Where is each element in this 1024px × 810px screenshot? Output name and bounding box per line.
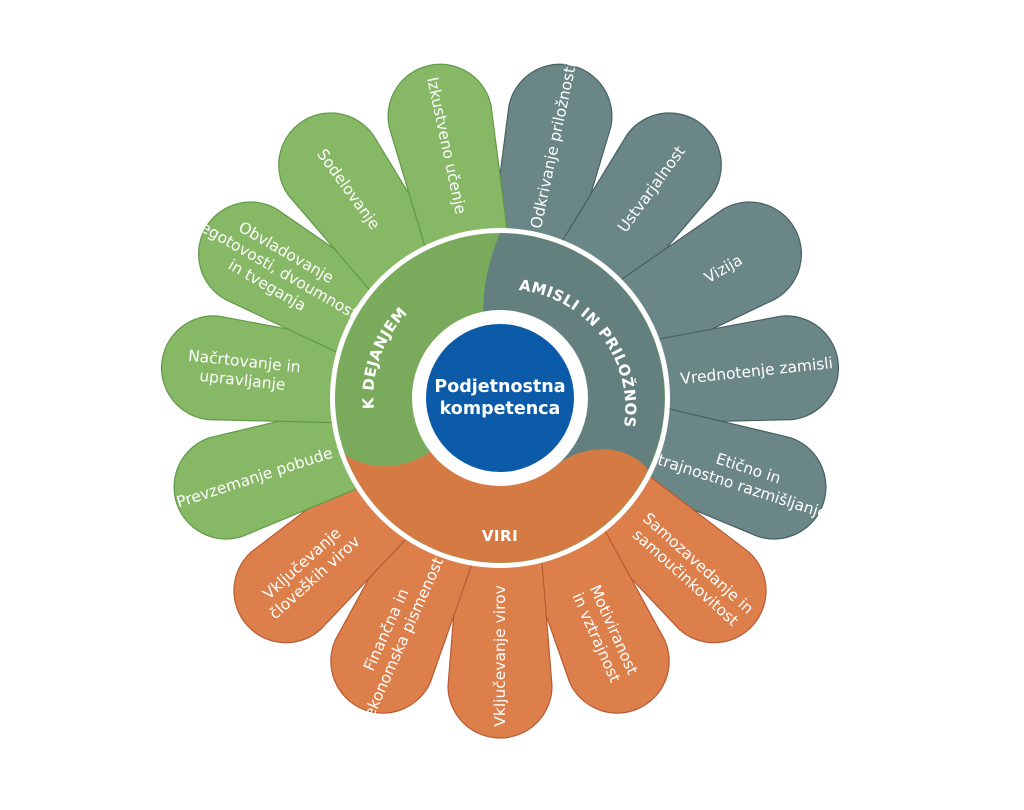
center-circle (426, 324, 574, 472)
center-title-line: Podjetnostna (434, 377, 565, 397)
area-label-resources: VIRI (482, 527, 518, 545)
petal-label-line: Vključevanje virov (491, 585, 509, 727)
petal-label-vkljucevanje-virov: Vključevanje virov (491, 585, 509, 727)
petal-body (447, 512, 553, 739)
center-title-line: kompetenca (440, 399, 561, 419)
ring-area-resources (345, 435, 648, 563)
